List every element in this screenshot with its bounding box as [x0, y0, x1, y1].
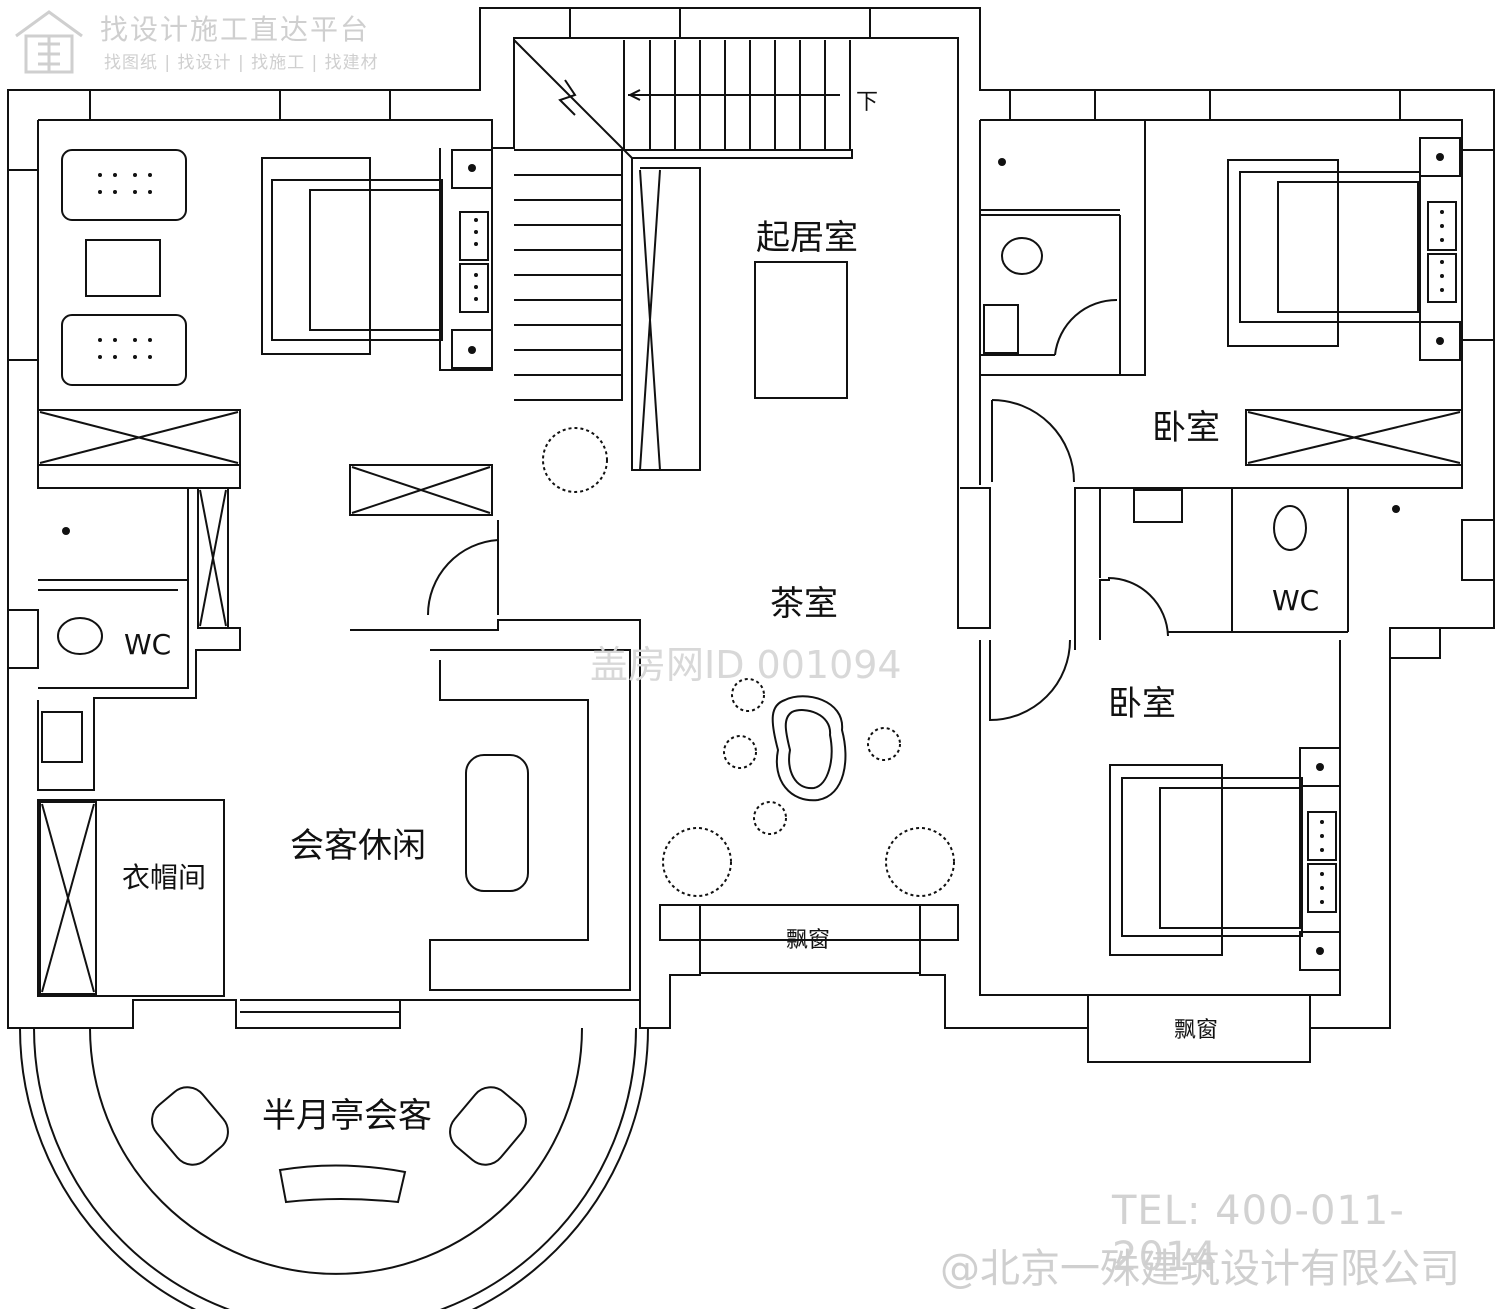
room-label-wc-left: WC	[124, 628, 172, 661]
room-label-wc-right: WC	[1272, 584, 1320, 617]
stair-down-label: 下	[856, 90, 879, 115]
room-label-bay-window-right: 飘窗	[1174, 1018, 1219, 1043]
room-label-bedroom-lower: 卧室	[1108, 684, 1176, 724]
watermark-tel: TEL: 400-011-2014	[1112, 1188, 1405, 1280]
house-logo-icon	[15, 10, 83, 74]
watermark-company: @北京一殊建筑设计有限公司	[940, 1246, 1460, 1292]
room-label-bedroom-upper: 卧室	[1152, 408, 1220, 448]
watermark-id: 盖房网ID 001094	[590, 643, 902, 687]
room-label-living: 起居室	[756, 218, 858, 258]
room-label-half-moon: 半月亭会客	[262, 1096, 432, 1136]
watermark-title: 找设计施工直达平台	[100, 13, 371, 46]
room-label-cloakroom: 衣帽间	[122, 861, 207, 894]
room-label-tea: 茶室	[770, 584, 838, 624]
room-label-bay-window-mid: 飘窗	[786, 928, 831, 953]
watermark-subtitle: 找图纸 | 找设计 | 找施工 | 找建材	[104, 53, 379, 73]
room-label-lounge: 会客休闲	[290, 826, 426, 866]
